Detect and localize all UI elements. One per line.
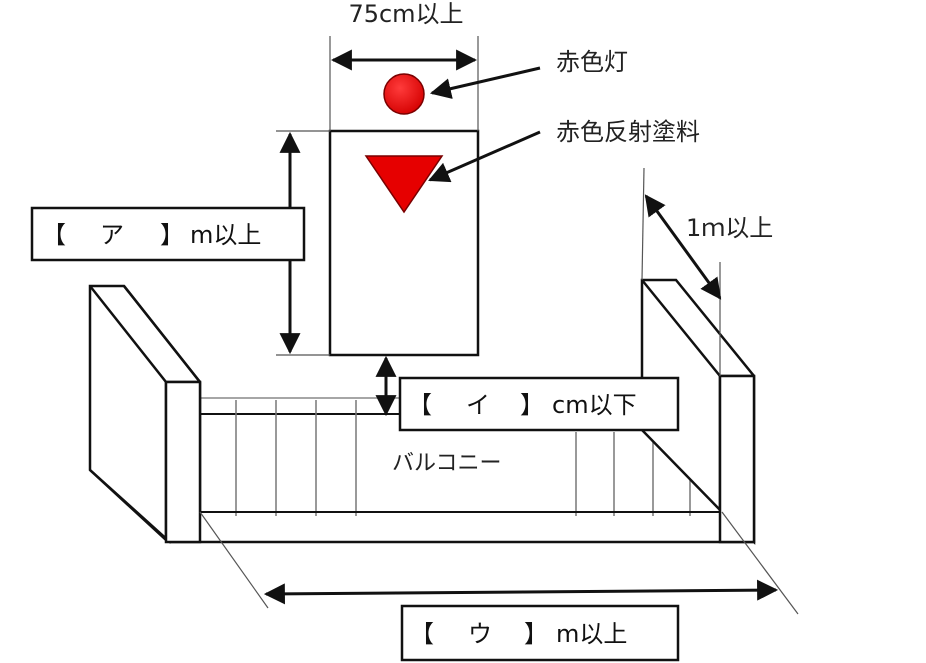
answer-box-a-blank: ア bbox=[100, 221, 124, 249]
answer-box-u-close: 】 bbox=[524, 620, 548, 648]
red-lamp-pointer-arrow bbox=[429, 66, 541, 99]
answer-box-a: 【 ア 】 m以上 bbox=[30, 206, 306, 262]
reflective-paint-label: 赤色反射塗料 bbox=[556, 118, 700, 146]
answer-box-a-open: 【 bbox=[42, 221, 66, 249]
answer-box-u-unit: m以上 bbox=[556, 620, 627, 648]
left-railing-bars bbox=[235, 400, 357, 516]
right-wall bbox=[640, 278, 756, 545]
height-guides bbox=[276, 130, 330, 356]
answer-box-i: 【 イ 】 cm以下 bbox=[398, 376, 680, 432]
top-width-label: 75cm以上 bbox=[348, 0, 463, 28]
answer-box-u: 【 ウ 】 m以上 bbox=[400, 604, 680, 662]
answer-box-i-blank: イ bbox=[466, 391, 490, 419]
answer-box-a-unit: m以上 bbox=[190, 221, 261, 249]
balcony-label: バルコニー bbox=[392, 451, 502, 476]
reflective-pointer-arrow bbox=[428, 130, 541, 183]
red-lamp-label: 赤色灯 bbox=[556, 48, 628, 76]
depth-label: 1ｍ以上 bbox=[686, 214, 773, 242]
answer-box-a-close: 】 bbox=[160, 221, 184, 249]
red-lamp-icon bbox=[383, 73, 425, 115]
balcony-width-arrow bbox=[263, 579, 779, 605]
depth-arrow bbox=[644, 194, 722, 300]
answer-box-i-unit: cm以下 bbox=[552, 391, 637, 419]
left-wall bbox=[88, 284, 202, 544]
answer-box-i-close: 】 bbox=[520, 391, 544, 419]
answer-box-i-open: 【 bbox=[408, 391, 432, 419]
red-reflective-triangle-icon bbox=[364, 155, 444, 214]
answer-box-u-open: 【 bbox=[410, 620, 434, 648]
answer-box-u-blank: ウ bbox=[468, 620, 492, 648]
